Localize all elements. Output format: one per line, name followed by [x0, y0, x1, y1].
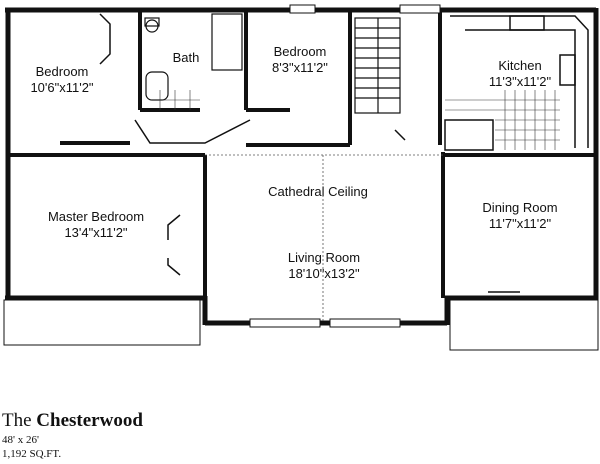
tile-floor	[150, 90, 560, 150]
label-living-name: Living Room	[288, 250, 360, 265]
plan-sqft: 1,192 SQ.FT.	[2, 448, 62, 460]
kitchen-counters	[444, 15, 589, 151]
plan-title-name: Chesterwood	[36, 410, 143, 431]
label-bedroom-2-size: 8'3"x11'2"	[272, 60, 328, 75]
label-bedroom-2-name: Bedroom	[274, 44, 327, 59]
label-kitchen-size: 11'3"x11'2"	[489, 74, 552, 89]
plan-title-prefix: The	[2, 410, 32, 431]
cathedral-lines	[205, 154, 443, 323]
label-bedroom-1-name: Bedroom	[36, 64, 89, 79]
windows	[249, 4, 441, 328]
label-bedroom-1-size: 10'6"x11'2"	[30, 80, 93, 95]
label-dining-name: Dining Room	[482, 200, 557, 215]
label-dining-size: 11'7"x11'2"	[489, 216, 552, 231]
floor-plan: Bedroom 10'6"x11'2" Bath Bedroom 8'3"x11…	[3, 4, 599, 351]
label-bath: Bath	[173, 50, 200, 65]
deck	[3, 299, 599, 351]
label-master-size: 13'4"x11'2"	[64, 225, 127, 240]
label-living-size: 18'10"x13'2"	[288, 266, 360, 281]
interior-walls	[8, 12, 596, 298]
doors	[99, 13, 520, 293]
label-cathedral: Cathedral Ceiling	[268, 184, 368, 199]
label-master-name: Master Bedroom	[48, 209, 144, 224]
plan-dimensions: 48' x 26'	[2, 434, 39, 446]
plan-title: The Chesterwood	[2, 410, 143, 432]
label-kitchen-name: Kitchen	[498, 58, 541, 73]
staircase	[354, 17, 401, 114]
